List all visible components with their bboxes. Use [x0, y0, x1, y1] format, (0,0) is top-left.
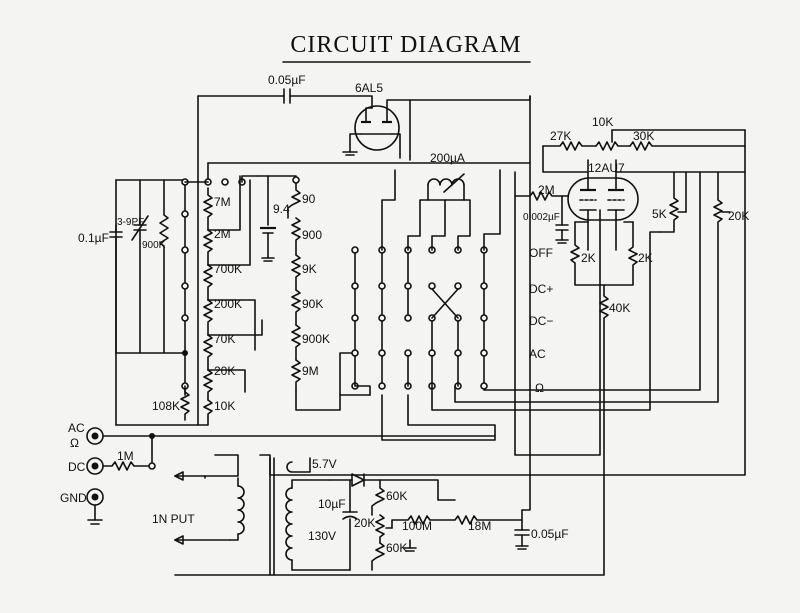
label-r-2k-b: 2K	[638, 251, 653, 265]
label-input: 1N PUT	[152, 512, 195, 526]
resistor-1m	[102, 461, 153, 471]
label-r-30k: 30K	[633, 129, 654, 143]
switch-label-off: OFF	[529, 246, 553, 260]
capacitor-coupling	[197, 88, 373, 426]
label-r-40k: 40K	[609, 301, 630, 315]
label-r-2m-grid: 2M	[538, 183, 555, 197]
bias-divider	[371, 479, 523, 571]
label-battery: 9.4	[273, 202, 290, 216]
range-switch-a	[180, 178, 190, 421]
label-r-100m: 100M	[402, 519, 432, 533]
switch-label-dcplus: DC+	[529, 282, 553, 296]
cathode-network	[174, 221, 638, 576]
label-r-90: 90	[302, 192, 316, 206]
tube-12au7	[567, 171, 639, 251]
label-12au7: 12AU7	[588, 161, 625, 175]
label-r-20k: 20K	[214, 364, 235, 378]
label-dc: DC	[68, 460, 86, 474]
label-c-005-b: 0.05µF	[531, 527, 569, 541]
label-r-27k: 27K	[550, 129, 571, 143]
label-r-900k: 900K	[302, 332, 330, 346]
label-r-900k-in: 900K	[142, 240, 166, 251]
label-r-60k-a: 60K	[386, 489, 407, 503]
label-130v: 130V	[308, 529, 336, 543]
rectifier-filter	[329, 473, 456, 571]
power-input-arrows	[174, 454, 239, 545]
label-pot-20k-b: 20K	[354, 516, 375, 530]
wire-switch-bottom	[339, 394, 496, 441]
terminal-dc[interactable]	[86, 457, 104, 475]
label-r-700k: 700K	[214, 262, 242, 276]
label-r-10k-top: 10K	[592, 115, 613, 129]
label-6al5: 6AL5	[355, 81, 383, 95]
switch-label-ohm: Ω	[535, 381, 544, 395]
label-r-2k-a: 2K	[581, 251, 596, 265]
divider-ladder-left	[115, 162, 531, 426]
power-transformer	[229, 457, 351, 576]
label-r-900: 900	[302, 228, 322, 242]
pot-20k	[454, 171, 731, 403]
label-c-input: 0.1µF	[78, 231, 109, 245]
label-r-200k: 200K	[214, 297, 242, 311]
label-c-trim: 3-9PF	[117, 217, 144, 228]
label-r-9k: 9K	[302, 262, 317, 276]
divider-ladder-right	[287, 176, 356, 411]
pot-5k	[659, 171, 687, 233]
label-c-002: 0.002µF	[523, 212, 560, 223]
label-ac: AC	[68, 421, 85, 435]
label-ohm: Ω	[70, 436, 79, 450]
ohms-battery	[257, 175, 297, 262]
wire-rect-out	[409, 95, 531, 396]
label-pot-5k: 5K	[652, 207, 667, 221]
diagram-title: CIRCUIT DIAGRAM	[290, 32, 521, 58]
label-r-60k-b: 60K	[386, 541, 407, 555]
switch-label-ac: AC	[529, 347, 546, 361]
function-switch	[351, 169, 501, 396]
label-pot-20k: 20K	[728, 209, 749, 223]
label-c-10uf: 10µF	[318, 497, 346, 511]
label-r-1m: 1M	[117, 449, 134, 463]
label-c-coupling: 0.05µF	[268, 73, 306, 87]
terminal-ac[interactable]	[86, 427, 104, 445]
grid-input	[514, 171, 601, 456]
tube-6al5	[342, 99, 411, 159]
plate-resistors	[259, 129, 746, 476]
label-gnd: GND	[60, 491, 87, 505]
label-r-9m: 9M	[302, 364, 319, 378]
switch-label-dcminus: DC−	[529, 314, 553, 328]
capacitor-output	[514, 394, 531, 550]
wire-6al5-right	[409, 95, 531, 101]
label-r-70k: 70K	[214, 332, 235, 346]
terminal-gnd[interactable]	[86, 488, 104, 506]
label-r-18m: 18M	[468, 519, 491, 533]
meter-200ua	[427, 173, 465, 201]
input-network	[109, 179, 186, 426]
label-meter: 200µA	[430, 151, 465, 165]
label-r-90k: 90K	[302, 297, 323, 311]
label-r-10k: 10K	[214, 399, 235, 413]
wire-returns	[431, 171, 701, 411]
label-r-2m: 2M	[214, 227, 231, 241]
label-heater: 5.7V	[312, 457, 337, 471]
label-r-108k: 108K	[152, 399, 180, 413]
label-r-7m: 7M	[214, 195, 231, 209]
